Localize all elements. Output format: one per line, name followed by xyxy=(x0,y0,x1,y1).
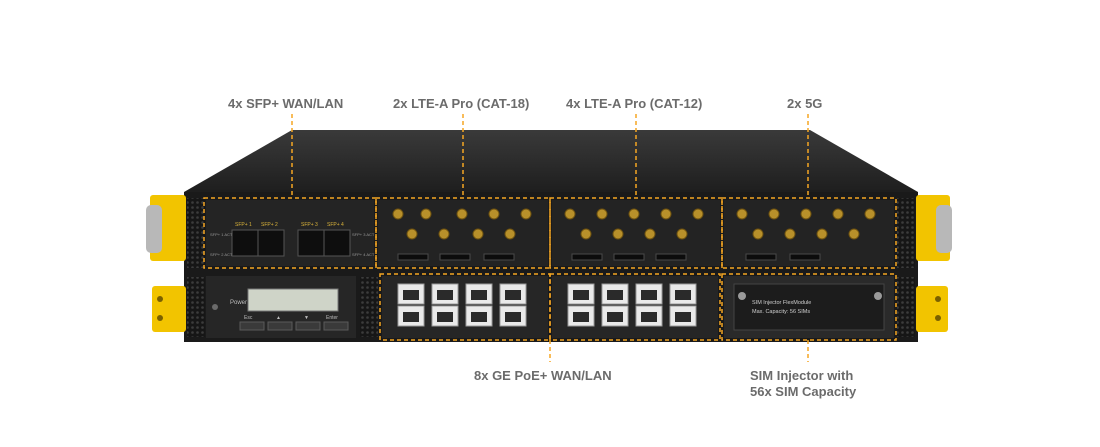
sim-module-line1: SIM Injector FlexModule xyxy=(752,300,811,306)
sim-screw-right xyxy=(874,292,882,300)
chassis-top xyxy=(184,130,918,192)
sfp-act-2: SFP+ 2 ACT xyxy=(210,252,233,257)
rj45-jacks xyxy=(403,290,691,322)
lcd-screen xyxy=(247,288,339,312)
sfp-act-4: SFP+ 4 ACT xyxy=(352,252,375,257)
sfp-port-1: SFP+ 1 xyxy=(235,222,252,228)
leader-lines xyxy=(291,114,809,362)
vent-right-top xyxy=(897,198,915,268)
key-enter: Enter xyxy=(326,315,338,321)
power-label: Power xyxy=(230,300,247,306)
callout-sim-line1: SIM Injector with xyxy=(750,368,854,383)
callout-sfp: 4x SFP+ WAN/LAN xyxy=(228,96,344,111)
callout-lte-cat12: 4x LTE-A Pro (CAT-12) xyxy=(566,96,703,111)
sfp-act-3: SFP+ 3 ACT xyxy=(352,232,375,237)
antennas-5g xyxy=(736,208,876,240)
sfp-port-2: SFP+ 2 xyxy=(261,222,278,228)
callout-5g: 2x 5G xyxy=(787,96,823,111)
key-esc: Esc xyxy=(244,315,253,321)
callout-poe: 8x GE PoE+ WAN/LAN xyxy=(474,368,612,383)
sfp-act-1: SFP+ 1 ACT xyxy=(210,232,233,237)
sfp-port-3: SFP+ 3 xyxy=(301,222,318,228)
power-led xyxy=(212,304,218,310)
keypad xyxy=(239,321,349,331)
callout-sim-injector: SIM Injector with 56x SIM Capacity xyxy=(750,368,870,400)
vent-left-top xyxy=(187,198,205,268)
highlight-boxes xyxy=(203,197,897,341)
callout-lte-cat18: 2x LTE-A Pro (CAT-18) xyxy=(393,96,530,111)
sim-module-line2: Max. Capacity: 56 SIMs xyxy=(752,309,810,315)
antennas-lte18 xyxy=(392,208,532,240)
sfp-port-4: SFP+ 4 xyxy=(327,222,344,228)
vent-left-bottom xyxy=(187,277,205,337)
key-down: ▼ xyxy=(304,315,309,321)
right-bracket xyxy=(916,195,952,332)
left-bracket xyxy=(146,195,186,332)
sfp-cages xyxy=(231,229,351,257)
antennas-lte12 xyxy=(564,208,704,240)
sim-screw-left xyxy=(738,292,746,300)
callout-sim-line2: 56x SIM Capacity xyxy=(750,384,857,399)
sim-slots-upper xyxy=(397,253,821,261)
key-up: ▲ xyxy=(276,315,281,321)
vent-right-bottom xyxy=(897,277,915,337)
sim-injector-panel xyxy=(733,283,885,331)
vent-mid-bottom xyxy=(360,277,378,337)
